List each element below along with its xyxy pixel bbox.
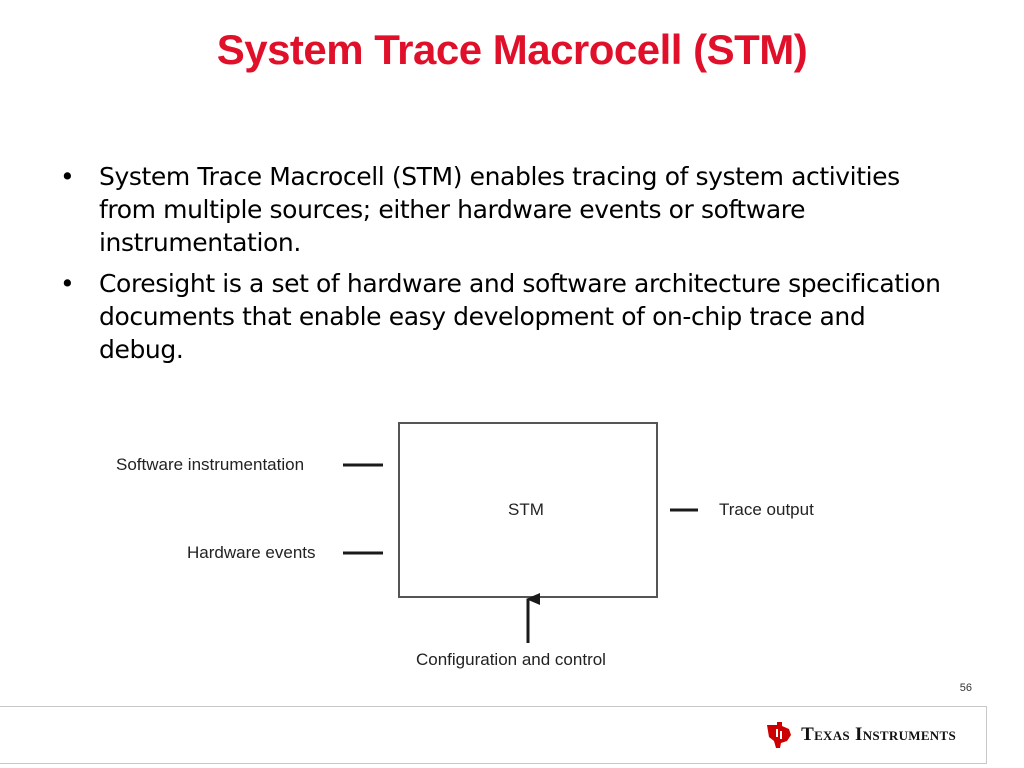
- company-wordmark: Texas Instruments: [801, 724, 956, 745]
- texas-instruments-logo-icon: [767, 722, 792, 748]
- bullet-marker: •: [60, 269, 75, 298]
- bullet-list: • System Trace Macrocell (STM) enables t…: [56, 160, 956, 374]
- bullet-item: • System Trace Macrocell (STM) enables t…: [56, 160, 956, 259]
- slide-title: System Trace Macrocell (STM): [216, 26, 808, 73]
- stm-block-label: STM: [508, 500, 544, 519]
- diagram-graphics: [343, 422, 698, 643]
- company-logo: Texas Instruments: [765, 721, 956, 749]
- configuration-label: Configuration and control: [416, 650, 606, 669]
- bullet-item: • Coresight is a set of hardware and sof…: [56, 267, 956, 366]
- page-number: 56: [959, 682, 972, 694]
- footer-bar: Texas Instruments: [0, 706, 987, 764]
- trace-output-label: Trace output: [719, 500, 814, 519]
- bullet-text: System Trace Macrocell (STM) enables tra…: [99, 162, 900, 257]
- software-instrumentation-label: Software instrumentation: [116, 455, 305, 474]
- bullet-marker: •: [60, 162, 75, 191]
- stm-box: [398, 422, 658, 598]
- stm-block-diagram: Software instrumentation Hardware events…: [100, 415, 860, 675]
- bullet-text: Coresight is a set of hardware and softw…: [99, 269, 941, 364]
- hardware-events-label: Hardware events: [187, 543, 316, 562]
